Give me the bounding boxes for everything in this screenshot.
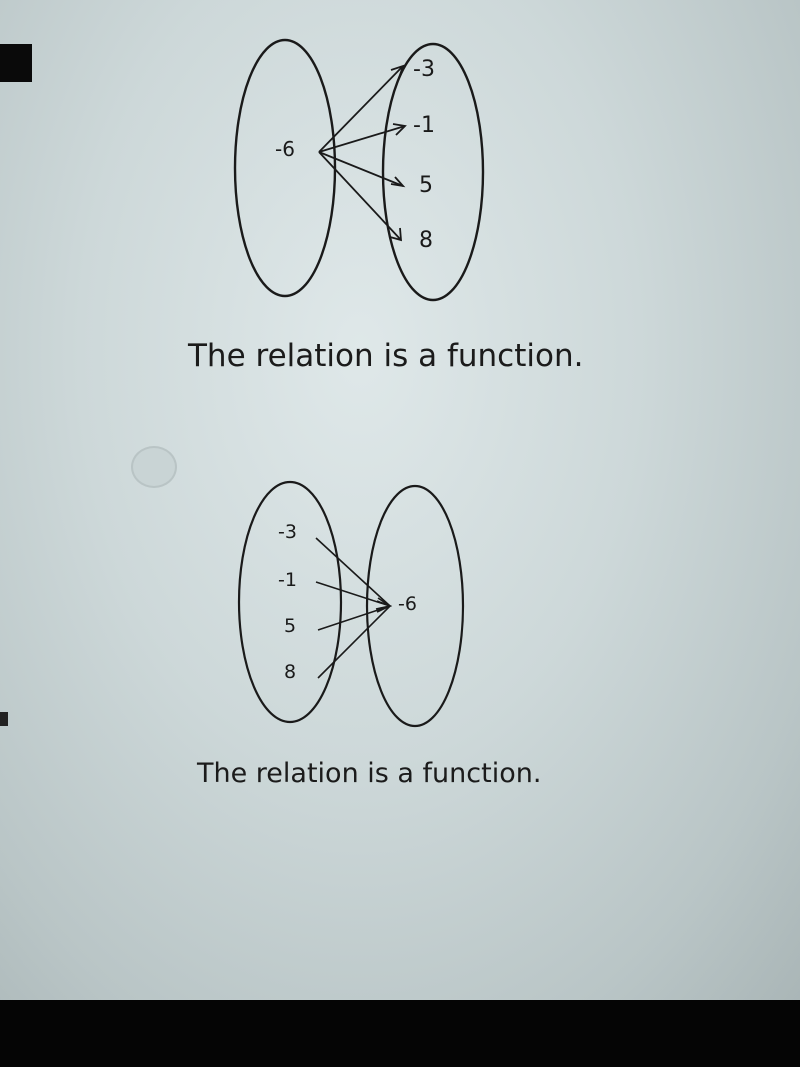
arrowhead xyxy=(389,227,403,242)
mapping-arrow xyxy=(318,125,406,153)
mapping-arrow xyxy=(318,151,402,241)
domain-value: 5 xyxy=(284,615,296,637)
dark-corner-block xyxy=(0,44,32,82)
range-oval xyxy=(365,484,465,728)
mapping-arrows xyxy=(318,64,407,242)
domain-oval xyxy=(237,480,343,724)
option-a-svg: -6 -3 -1 5 8 xyxy=(233,38,485,302)
range-value: -3 xyxy=(413,57,435,82)
arrowhead xyxy=(392,123,407,136)
domain-value: -6 xyxy=(275,137,295,161)
arrowhead xyxy=(390,64,405,79)
mapping-arrow xyxy=(318,65,404,153)
mapping-arrows xyxy=(315,537,393,679)
range-value: 5 xyxy=(419,173,433,198)
mapping-arrow xyxy=(317,605,391,679)
mapping-arrow xyxy=(318,151,404,187)
range-value: -6 xyxy=(398,593,417,615)
domain-value: -1 xyxy=(278,569,297,591)
option-b-svg: -3 -1 5 8 -6 xyxy=(237,480,465,728)
domain-oval xyxy=(233,38,337,298)
option-a-mapping-diagram: -6 -3 -1 5 8 xyxy=(225,38,495,308)
monitor-bezel xyxy=(0,1000,800,1067)
option-b-caption: The relation is a function. xyxy=(197,758,542,789)
arrowhead xyxy=(390,176,406,188)
domain-value: -3 xyxy=(278,521,297,543)
edge-mark xyxy=(0,712,8,726)
range-value: 8 xyxy=(419,228,433,253)
option-b-radio-button[interactable] xyxy=(131,446,177,488)
option-b-mapping-diagram: -3 -1 5 8 -6 xyxy=(234,480,470,728)
screen: -6 -3 -1 5 8 The relation is a function. xyxy=(0,0,800,1000)
domain-value: 8 xyxy=(284,661,296,683)
arrowhead xyxy=(376,600,393,613)
mapping-arrow xyxy=(317,605,391,631)
range-oval xyxy=(381,42,485,302)
range-value: -1 xyxy=(413,113,435,138)
mapping-arrow xyxy=(315,537,391,607)
option-a-caption: The relation is a function. xyxy=(188,338,584,374)
